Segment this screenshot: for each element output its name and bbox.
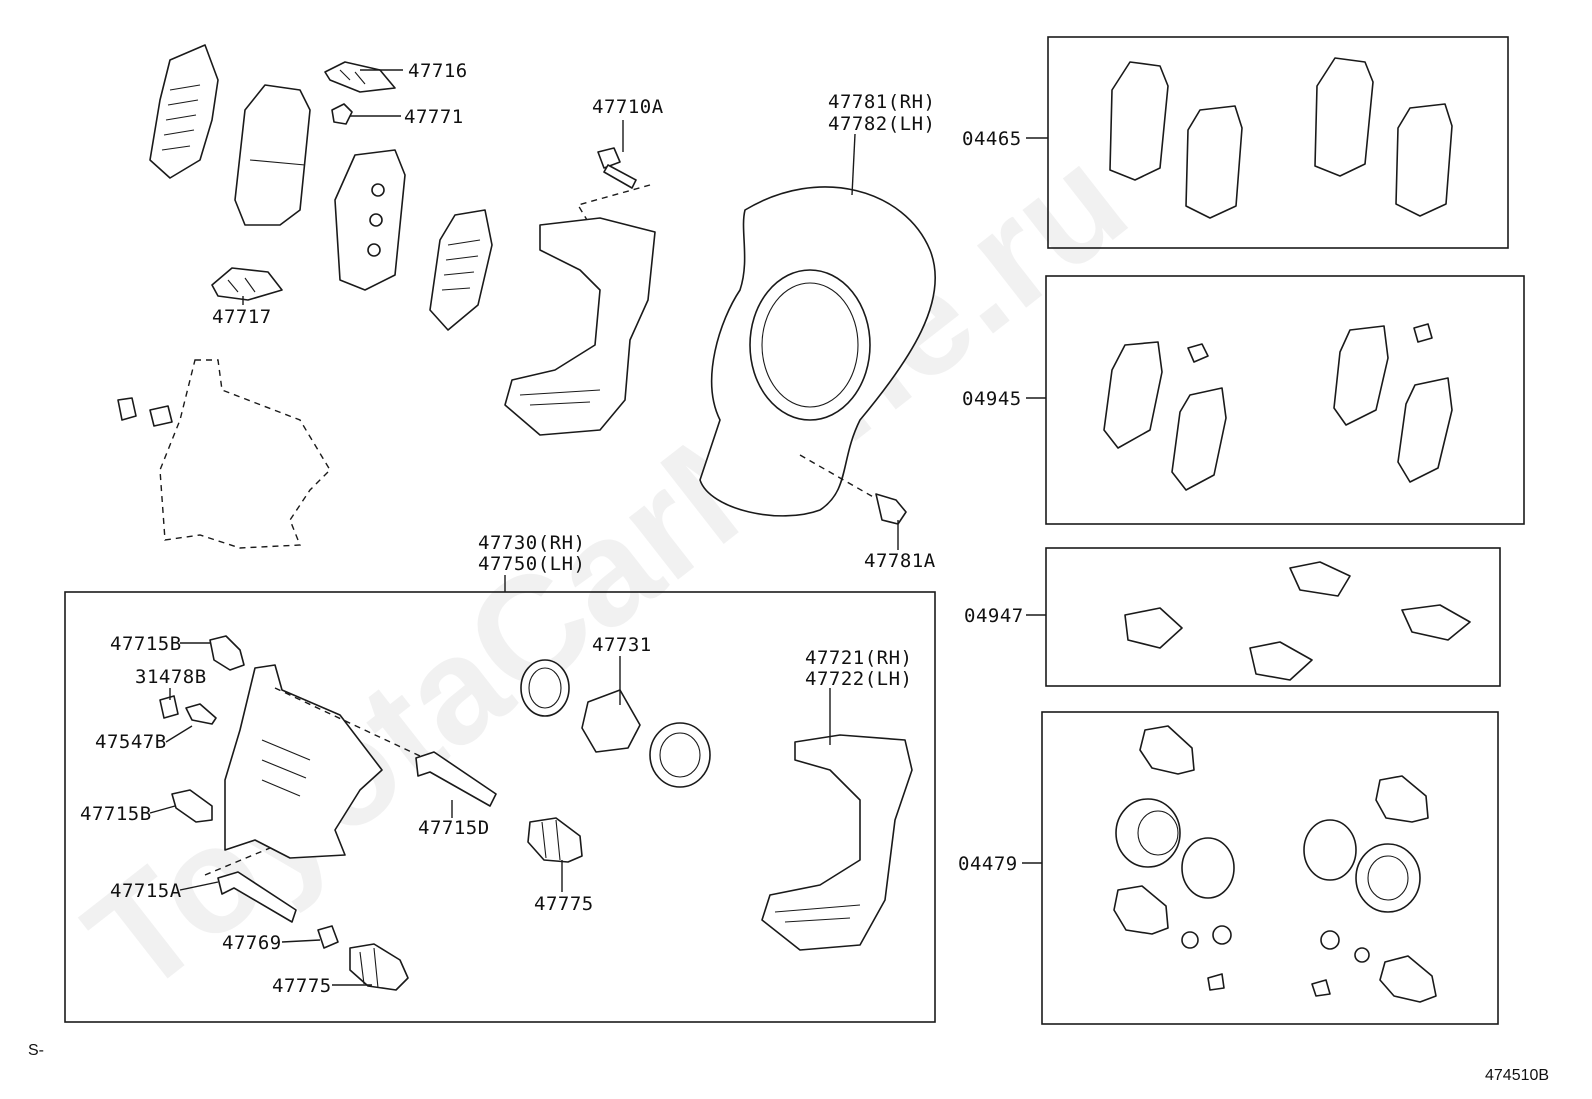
label-47750-lh: 47750(LH) (478, 553, 585, 575)
caliper-phantom (117, 359, 331, 549)
label-kit-04945: 04945 (962, 388, 1022, 410)
label-47781A: 47781A (864, 550, 936, 572)
kit-box-04465 (1047, 36, 1509, 249)
label-kit-04947: 04947 (964, 605, 1024, 627)
brake-pad-inner (334, 149, 406, 291)
bolt-47710A (597, 147, 637, 189)
dash-leader-pin-a (204, 847, 271, 876)
label-kit-04465: 04465 (962, 128, 1022, 150)
dash-leader-bolt (799, 454, 876, 499)
label-47547B: 47547B (95, 731, 167, 753)
slide-pin-47715A (217, 871, 297, 923)
bolt-47715B-mid (171, 789, 213, 823)
caliper-bracket-lower (761, 734, 913, 951)
label-47715B-mid: 47715B (80, 803, 152, 825)
anti-squeal-shim-right (429, 209, 493, 331)
slide-pin-47715D (415, 751, 497, 807)
kit-04945-shims (1103, 323, 1453, 491)
label-47771: 47771 (404, 106, 464, 128)
cylinder-boot-ring (649, 722, 711, 788)
diagram-code: 474510B (1485, 1067, 1549, 1084)
label-47716: 47716 (408, 60, 468, 82)
bushing-47769 (317, 925, 339, 949)
label-47782-lh: 47782(LH) (828, 113, 935, 135)
boot-47775-left (349, 943, 409, 991)
disc-dust-cover (699, 186, 936, 517)
leader-lines (149, 69, 1048, 986)
label-31478B: 31478B (135, 666, 207, 688)
kit-box-04947 (1045, 547, 1501, 687)
kit-04465-pads (1109, 57, 1453, 219)
label-47715A: 47715A (110, 880, 182, 902)
bolt-47715B-top (209, 635, 245, 671)
label-47781-rh: 47781(RH) (828, 91, 935, 113)
label-kit-04479: 04479 (958, 853, 1018, 875)
label-47710A: 47710A (592, 96, 664, 118)
label-47717: 47717 (212, 306, 272, 328)
kit-04947-clips (1124, 561, 1471, 681)
pad-support-plate-47717 (211, 267, 283, 301)
boot-47775-mid (527, 817, 583, 863)
wear-indicator-47771 (331, 103, 353, 125)
piston-seal-ring (520, 659, 570, 717)
caliper-body (224, 664, 383, 859)
anti-squeal-shim-left (149, 44, 219, 179)
label-47722-lh: 47722(LH) (805, 668, 912, 690)
label-47769: 47769 (222, 932, 282, 954)
bleeder-cap-31478B (159, 695, 179, 719)
label-47721-rh: 47721(RH) (805, 647, 912, 669)
kit-04479-seals (1113, 725, 1437, 1003)
brake-pad-outer (234, 84, 311, 226)
label-47775-mid: 47775 (534, 893, 594, 915)
label-47730-rh: 47730(RH) (478, 532, 585, 554)
footer-left-mark: S- (28, 1042, 44, 1059)
label-47715D: 47715D (418, 817, 490, 839)
piston-47731 (581, 689, 641, 753)
bleeder-plug-47547B (185, 703, 217, 725)
bolt-47781A (875, 493, 907, 525)
caliper-bracket-upper (504, 217, 656, 436)
label-47731: 47731 (592, 634, 652, 656)
kit-box-04479 (1041, 711, 1499, 1025)
dash-leader-pin-d (274, 687, 421, 757)
label-47715B-top: 47715B (110, 633, 182, 655)
pad-wear-clip-47716 (324, 61, 396, 93)
kit-box-04945 (1045, 275, 1525, 525)
caliper-assembly-box (64, 591, 936, 1023)
dash-leader-bracket (576, 184, 651, 226)
label-47775-left: 47775 (272, 975, 332, 997)
